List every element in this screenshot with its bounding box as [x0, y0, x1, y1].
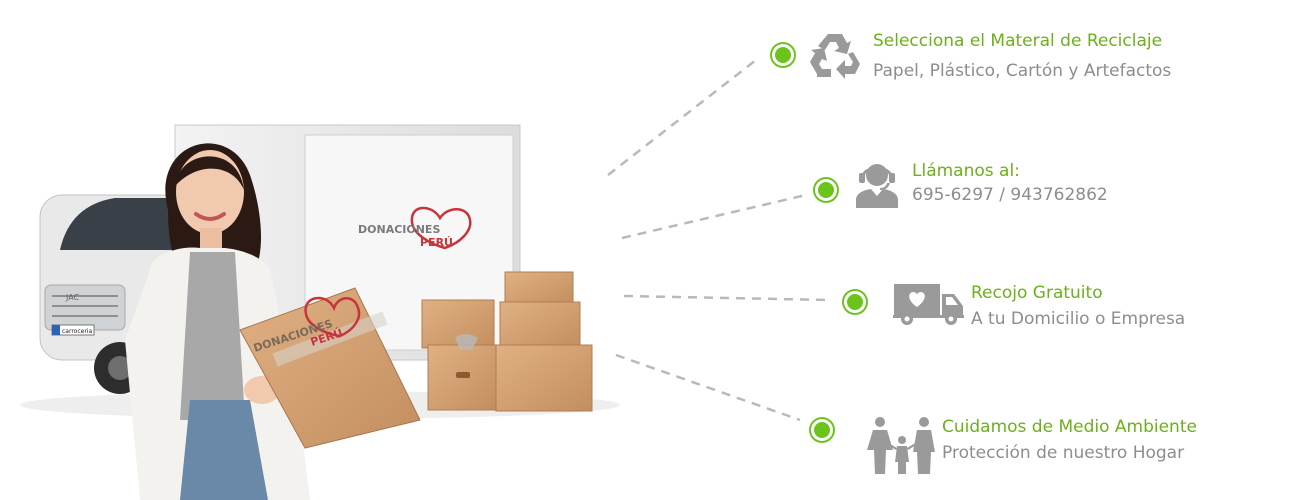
- feature-bullet-dot: [818, 182, 834, 198]
- feature-title: Recojo Gratuito: [971, 283, 1103, 303]
- feature-call: Llámanos al: 695-6297 / 943762862: [818, 158, 1108, 208]
- feature-title: Llámanos al:: [912, 161, 1020, 181]
- feature-bullet-dot: [814, 422, 830, 438]
- license-plate-text: carroceria: [62, 328, 92, 335]
- feature-title: Cuidamos de Medio Ambiente: [942, 417, 1197, 437]
- feature-pickup: Recojo Gratuito A tu Domicilio o Empresa: [847, 282, 1185, 330]
- feature-recycle: Selecciona el Materal de Reciclaje Papel…: [775, 30, 1171, 82]
- cardboard-boxes-image: [421, 271, 593, 412]
- recycle-icon: [810, 34, 860, 79]
- connector-line-4: [615, 353, 801, 422]
- truck-logo-text: DONACIONES: [358, 223, 440, 236]
- headset-agent-icon: [856, 164, 898, 208]
- truck-badge-text: JAC: [65, 293, 80, 302]
- feature-title: Selecciona el Materal de Reciclaje: [873, 31, 1163, 51]
- feature-subtitle: 695-6297 / 943762862: [912, 185, 1108, 205]
- held-box: DONACIONES PERÚ: [239, 287, 421, 449]
- truck-logo: DONACIONES PERÚ: [358, 206, 472, 250]
- feature-subtitle: Papel, Plástico, Cartón y Artefactos: [873, 61, 1172, 81]
- truck-logo-country: PERÚ: [420, 236, 453, 249]
- woman-image: DONACIONES PERÚ: [125, 143, 421, 500]
- family-icon: [867, 417, 935, 474]
- connector-line-2: [621, 193, 807, 240]
- feature-subtitle: Protección de nuestro Hogar: [942, 443, 1185, 463]
- feature-subtitle: A tu Domicilio o Empresa: [971, 309, 1186, 329]
- hero-illustration: carroceria JAC DONACIONES PERÚ: [20, 124, 620, 500]
- connector-line-3: [623, 294, 831, 302]
- feature-bullet-dot: [847, 294, 863, 310]
- delivery-truck-icon: [893, 284, 964, 325]
- feature-bullet-dot: [775, 47, 791, 63]
- feature-environment: Cuidamos de Medio Ambiente Protección de…: [814, 416, 1197, 476]
